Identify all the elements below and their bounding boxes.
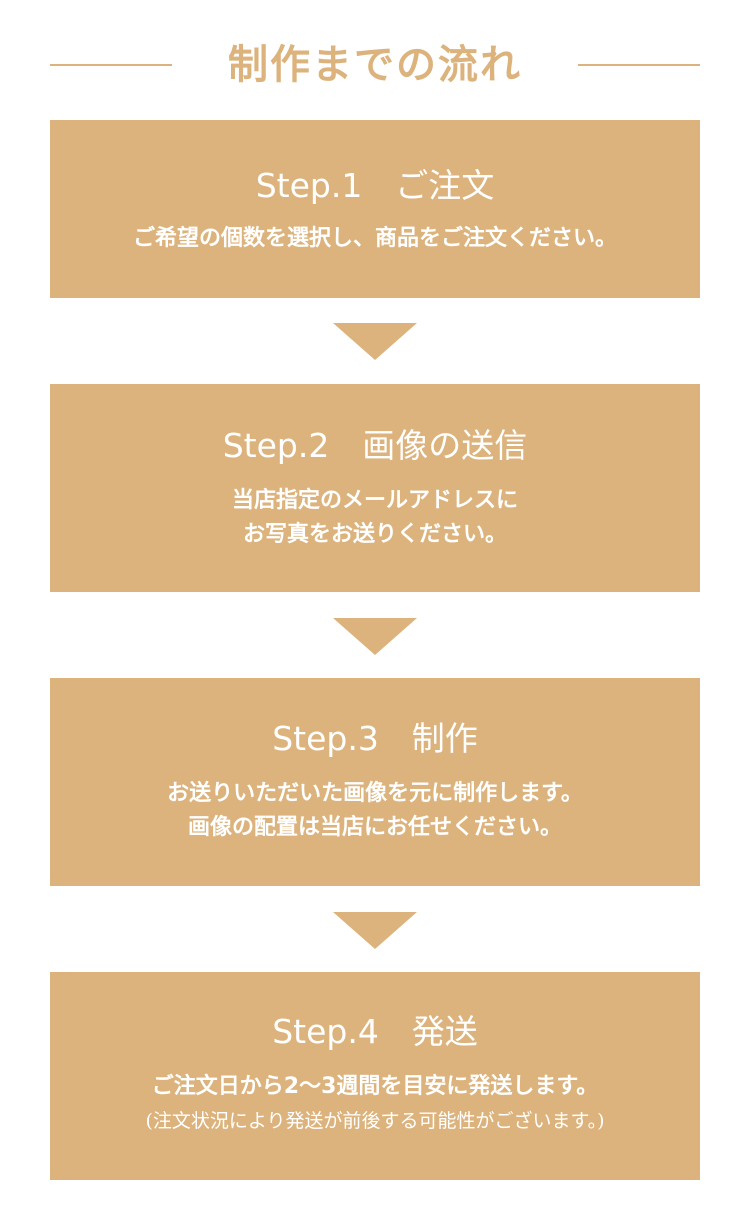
- step-2-desc-line-1: 当店指定のメールアドレスに: [231, 488, 518, 513]
- page-title: 制作までの流れ: [228, 42, 522, 88]
- step-4-box: Step.4 発送 ご注文日から2〜3週間を目安に発送します。 (注文状況により…: [50, 972, 700, 1180]
- header-rule-left: [50, 64, 172, 66]
- step-3-title: Step.3 制作: [272, 719, 478, 758]
- triangle-down-icon: [333, 618, 417, 655]
- step-1-title: Step.1 ご注文: [255, 166, 495, 205]
- step-3-desc-line-1: お送りいただいた画像を元に制作します。: [167, 781, 583, 806]
- step-4-desc-line-1: ご注文日から2〜3週間を目安に発送します。: [151, 1074, 599, 1099]
- step-4-title: Step.4 発送: [272, 1012, 478, 1051]
- step-2-title: Step.2 画像の送信: [222, 426, 528, 465]
- header-rule-right: [578, 64, 700, 66]
- step-4-note: (注文状況により発送が前後する可能性がございます。): [145, 1110, 605, 1132]
- step-1-box: Step.1 ご注文 ご希望の個数を選択し、商品をご注文ください。: [50, 120, 700, 298]
- step-3-box: Step.3 制作 お送りいただいた画像を元に制作します。 画像の配置は当店にお…: [50, 678, 700, 886]
- step-1-desc-line-1: ご希望の個数を選択し、商品をご注文ください。: [132, 226, 617, 251]
- step-3-desc-line-2: 画像の配置は当店にお任せください。: [187, 815, 562, 840]
- triangle-down-icon: [333, 912, 417, 949]
- triangle-down-icon: [333, 323, 417, 360]
- step-2-box: Step.2 画像の送信 当店指定のメールアドレスに お写真をお送りください。: [50, 384, 700, 592]
- step-2-desc-line-2: お写真をお送りください。: [242, 522, 507, 547]
- section-header: 制作までの流れ: [0, 30, 750, 100]
